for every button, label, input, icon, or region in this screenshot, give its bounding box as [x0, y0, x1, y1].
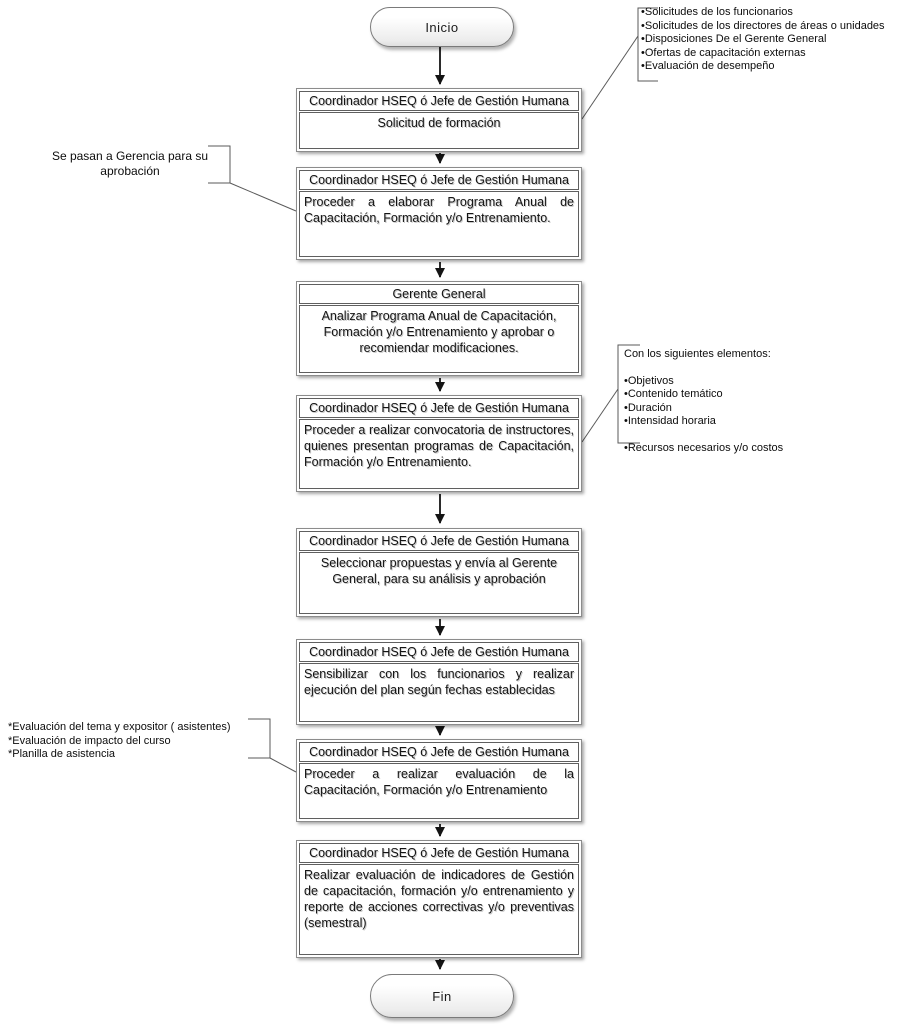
step-body: Proceder a elaborar Programa Anual de Ca…: [299, 191, 579, 257]
annotation-line: •Solicitudes de los funcionarios: [641, 6, 793, 18]
annotation-line: *Evaluación del tema y expositor ( asist…: [8, 721, 231, 733]
step-convocatoria-instructores: Coordinador HSEQ ó Jefe de Gestión Human…: [296, 395, 582, 492]
step-header: Coordinador HSEQ ó Jefe de Gestión Human…: [299, 742, 579, 762]
step-body: Seleccionar propuestas y envía al Gerent…: [299, 552, 579, 614]
annotation-text: Se pasan a Gerencia para su aprobación: [51, 149, 209, 178]
start-label: Inicio: [425, 19, 459, 35]
annotation-line: •Duración: [624, 401, 672, 414]
annotation-elements: Con los siguientes elementos: •Objetivos…: [624, 348, 864, 456]
step-body: Sensibilizar con los funcionarios y real…: [299, 663, 579, 722]
step-evaluacion-indicadores: Coordinador HSEQ ó Jefe de Gestión Human…: [296, 840, 582, 958]
annotation-approval: Se pasan a Gerencia para su aprobación: [30, 149, 230, 179]
start-terminal: Inicio: [370, 7, 514, 47]
annotation-line: •Intensidad horaria: [624, 415, 716, 427]
step-header: Coordinador HSEQ ó Jefe de Gestión Human…: [299, 170, 579, 190]
leader-inputs: [581, 35, 639, 120]
step-sensibilizar: Coordinador HSEQ ó Jefe de Gestión Human…: [296, 639, 582, 725]
annotation-line: •Contenido temático: [624, 388, 723, 400]
step-body: Proceder a realizar convocatoria de inst…: [299, 419, 579, 489]
step-seleccionar-propuestas: Coordinador HSEQ ó Jefe de Gestión Human…: [296, 528, 582, 617]
step-header: Coordinador HSEQ ó Jefe de Gestión Human…: [299, 642, 579, 662]
step-header: Coordinador HSEQ ó Jefe de Gestión Human…: [299, 843, 579, 863]
end-label: Fin: [432, 988, 452, 1004]
step-elaborar-programa: Coordinador HSEQ ó Jefe de Gestión Human…: [296, 167, 582, 260]
step-solicitud-formacion: Coordinador HSEQ ó Jefe de Gestión Human…: [296, 88, 582, 152]
step-header: Coordinador HSEQ ó Jefe de Gestión Human…: [299, 531, 579, 551]
step-body: Solicitud de formación: [299, 112, 579, 149]
annotation-line: •Solicitudes de los directores de áreas …: [641, 19, 885, 32]
step-analizar-programa: Gerente General Analizar Programa Anual …: [296, 281, 582, 376]
annotation-records: *Evaluación del tema y expositor ( asist…: [8, 721, 276, 762]
step-body: Analizar Programa Anual de Capacitación,…: [299, 305, 579, 373]
annotation-line: •Disposiciones De el Gerente General: [641, 33, 827, 45]
annotation-inputs: •Solicitudes de los funcionarios •Solici…: [641, 6, 903, 74]
annotation-line: [624, 429, 864, 443]
end-terminal: Fin: [370, 974, 514, 1018]
annotation-line: •Recursos necesarios y/o costos: [624, 442, 784, 454]
step-body: Realizar evaluación de indicadores de Ge…: [299, 864, 579, 955]
annotation-line: •Evaluación de desempeño: [641, 60, 775, 72]
step-body: Proceder a realizar evaluación de la Cap…: [299, 763, 579, 819]
annotation-line: *Planilla de asistencia: [8, 748, 116, 760]
leader-approval: [229, 182, 297, 212]
annotation-title: Con los siguientes elementos:: [624, 348, 771, 360]
annotation-line: •Objetivos: [624, 374, 674, 387]
annotation-line: *Evaluación de impacto del curso: [8, 734, 171, 747]
step-header: Coordinador HSEQ ó Jefe de Gestión Human…: [299, 91, 579, 111]
step-header: Coordinador HSEQ ó Jefe de Gestión Human…: [299, 398, 579, 418]
leader-elements: [581, 388, 619, 443]
step-header: Gerente General: [299, 284, 579, 304]
annotation-line: •Ofertas de capacitación externas: [641, 46, 806, 59]
step-evaluacion-capacitacion: Coordinador HSEQ ó Jefe de Gestión Human…: [296, 739, 582, 822]
